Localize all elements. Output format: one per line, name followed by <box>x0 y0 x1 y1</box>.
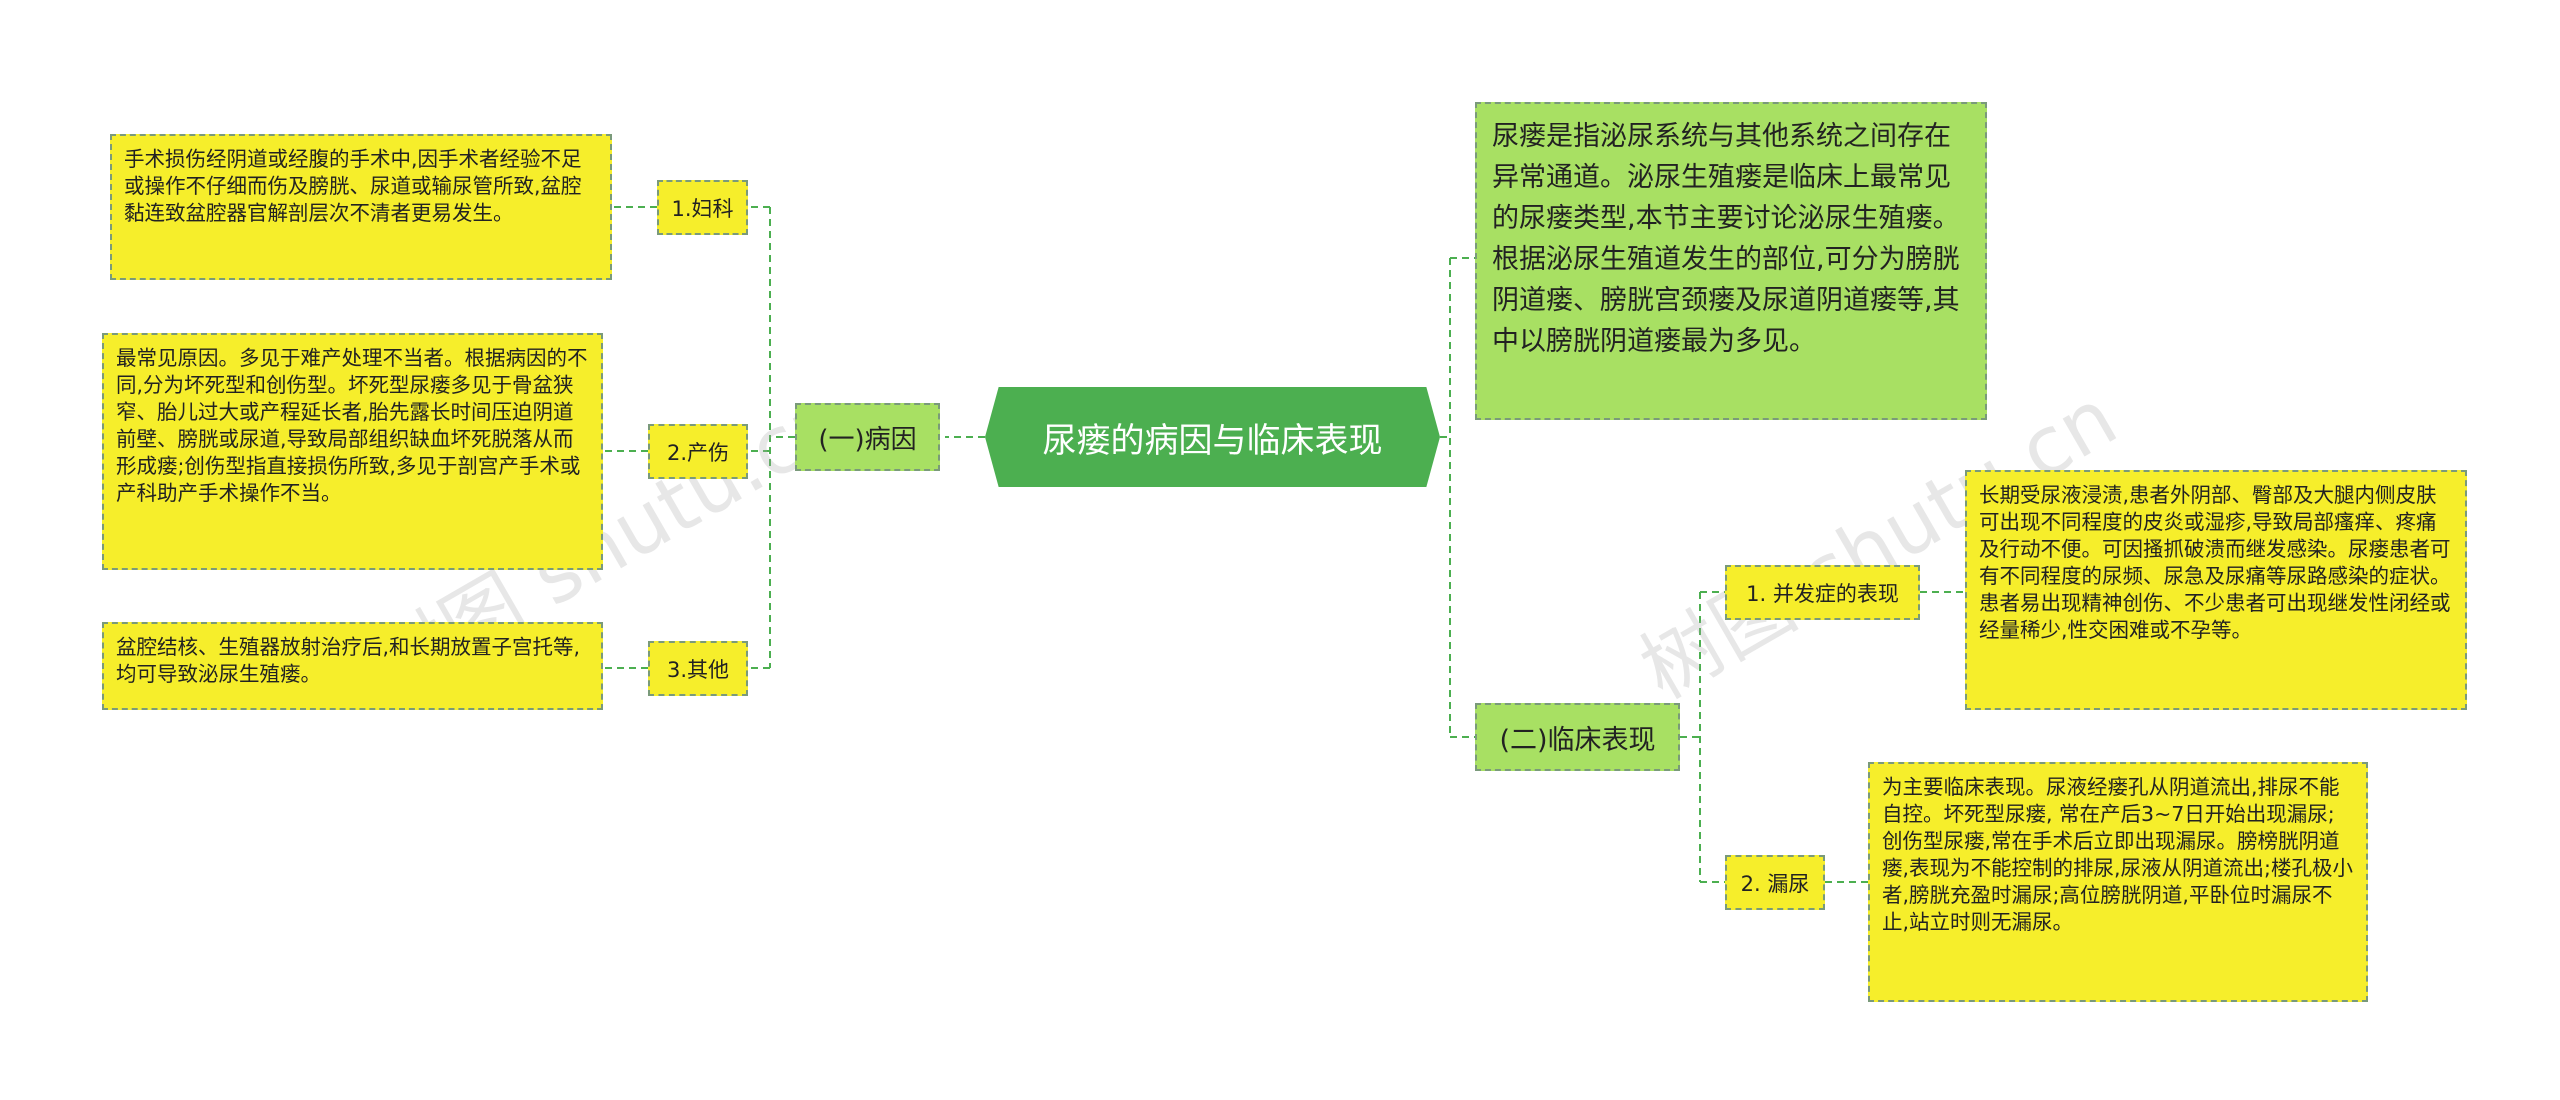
label-leakage[interactable]: 2. 漏尿 <box>1725 855 1825 910</box>
root-topic[interactable]: 尿瘘的病因与临床表现 <box>985 387 1440 487</box>
leaf-gynecology[interactable]: 手术损伤经阴道或经腹的手术中,因手术者经验不足或操作不仔细而伤及膀胱、尿道或输尿… <box>110 134 612 280</box>
label-birth-injury[interactable]: 2.产伤 <box>648 424 748 479</box>
branch-clinical[interactable]: (二)临床表现 <box>1475 703 1680 771</box>
leaf-complication[interactable]: 长期受尿液浸渍,患者外阴部、臀部及大腿内侧皮肤可出现不同程度的皮炎或湿疹,导致局… <box>1965 470 2467 710</box>
label-gynecology[interactable]: 1.妇科 <box>657 180 748 235</box>
label-complication[interactable]: 1. 并发症的表现 <box>1725 565 1920 620</box>
branch-causes[interactable]: (一)病因 <box>795 403 940 471</box>
label-other[interactable]: 3.其他 <box>648 641 748 696</box>
definition-node[interactable]: 尿瘘是指泌尿系统与其他系统之间存在异常通道。泌尿生殖瘘是临床上最常见的尿瘘类型,… <box>1475 102 1987 420</box>
leaf-leakage[interactable]: 为主要临床表现。尿液经瘘孔从阴道流出,排尿不能 自控。坏死型尿瘘, 常在产后3~… <box>1868 762 2368 1002</box>
leaf-birth-injury[interactable]: 最常见原因。多见于难产处理不当者。根据病因的不同,分为坏死型和创伤型。坏死型尿瘘… <box>102 333 603 570</box>
leaf-other[interactable]: 盆腔结核、生殖器放射治疗后,和长期放置子宫托等,均可导致泌尿生殖瘘。 <box>102 622 603 710</box>
